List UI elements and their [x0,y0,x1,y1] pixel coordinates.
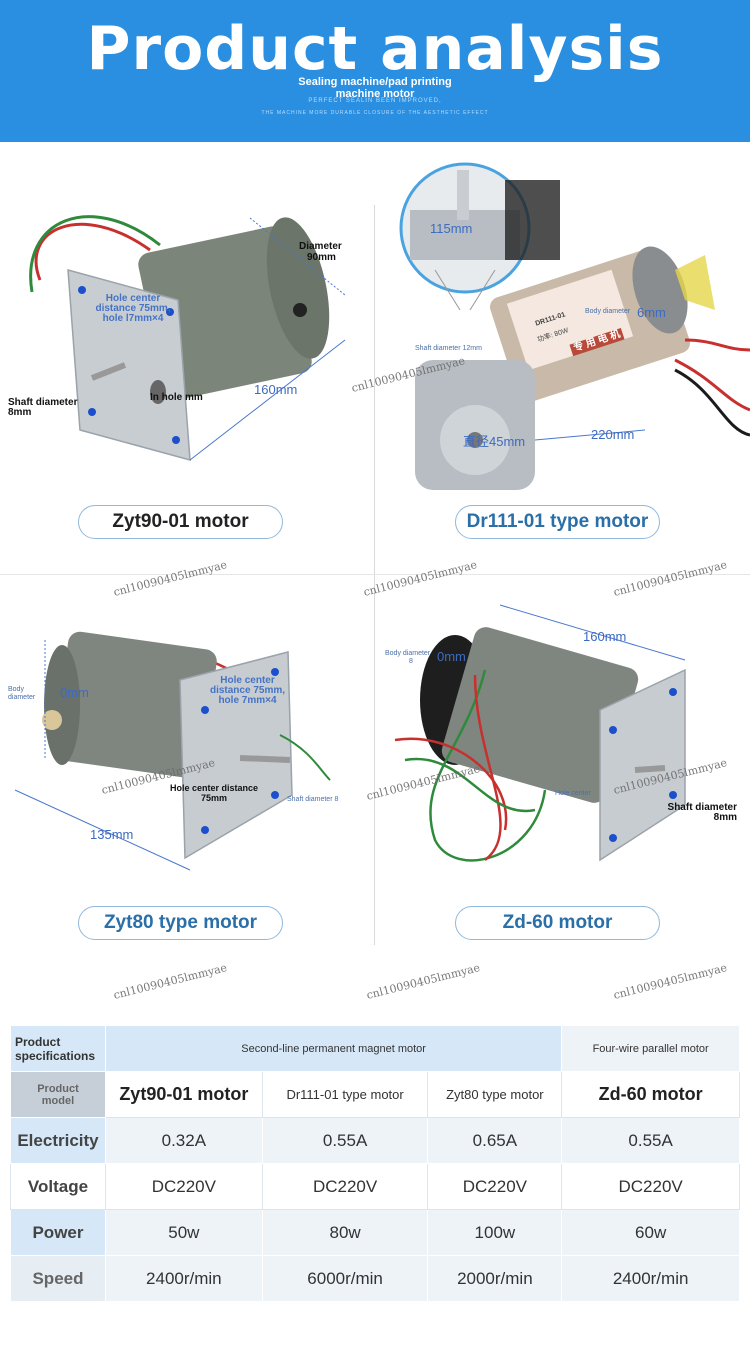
table-cell: DC220V [561,1163,740,1210]
table-cell: 0.55A [261,1117,429,1164]
motor-name-dr111: Dr111-01 type motor [455,505,660,539]
motor-card-zyt90: Diameter 90mm Hole center distance 75mm,… [0,160,375,560]
zyt90-inner-hole: In hole mm [150,392,203,403]
model-label-line-2: model [41,1094,75,1107]
zyt90-hole-line-2: distance 75mm, [95,303,171,314]
zyt80-body-diameter: Body diameter [8,686,36,701]
zd60-motor-image [394,604,686,862]
model-cell: Zyt90-01 motor [104,1071,263,1118]
model-label-line-1: Product [37,1082,79,1095]
zyt90-hole-line-3: hole l7mm×4 [102,313,164,324]
zyt90-diameter-value: 90mm [307,252,336,263]
motor-name-zyt90: Zyt90-01 motor [78,505,283,539]
zyt80-hole-line-2: distance 75mm, [209,685,286,696]
zyt80-hole2-line-2: 75mm [200,793,227,803]
zd60-body-8: 8 [409,658,413,665]
spec-header-label: Product specifications [10,1025,106,1072]
zyt90-hole-line-1: Hole center [105,293,161,304]
table-cell: 0.32A [104,1117,263,1164]
subtitle-line-2: machine motor [335,88,415,100]
zyt90-diameter-label: Diameter [299,241,342,252]
dr111-body-diameter: Body diameter [585,308,631,315]
dr111-length: 220mm [591,427,635,442]
motor-card-zd60: Body diameter 8 0mm 160mm Hole center Sh… [375,580,750,980]
zd60-shaft-diameter: Shaft diameter 8mm [657,803,737,823]
zyt80-body-mm: 0mm [60,685,89,700]
zyt80-hole-center-annotation: Hole center distance 75mm, hole 7mm×4 [200,676,295,706]
table-cell: DC220V [261,1163,429,1210]
table-row: Electricity 0.32A 0.55A 0.65A 0.55A [10,1117,740,1164]
vertical-divider [374,205,375,945]
table-row: Power 50w 80w 100w 60w [10,1209,740,1256]
motor-card-dr111: 115mm Body diameter 6mm Shaft diameter 1… [375,160,750,560]
table-cell: 50w [104,1209,263,1256]
table-cell: 6000r/min [261,1255,429,1302]
zyt80-hole-line-3: hole 7mm×4 [218,695,277,706]
page-title: Product analysis [86,14,664,84]
page-subtitle: Sealing machine/pad printing machine mot… [0,76,750,100]
dr111-motor-image [399,162,750,490]
dr111-shaft-diameter: Shaft diameter 12mm [415,345,482,352]
zyt90-hole-center-annotation: Hole center distance 75mm, hole l7mm×4 [88,294,178,324]
table-row: Voltage DC220V DC220V DC220V DC220V [10,1163,740,1210]
zyt90-length: 160mm [254,382,298,397]
zyt90-shaft-line-2: 8mm [8,407,32,418]
header-banner: Product analysis Sealing machine/pad pri… [0,0,750,142]
zd60-body-diameter: Body diameter [385,650,431,657]
model-cell: Dr111-01 type motor [261,1071,429,1118]
row-label-power: Power [10,1209,106,1256]
table-row: Speed 2400r/min 6000r/min 2000r/min 2400… [10,1255,740,1302]
zd60-length: 160mm [583,629,627,644]
table-cell: DC220V [104,1163,263,1210]
tagline-1: PERFECT SEALIN BEEN IMPROVED, [308,98,442,104]
dr111-gear-width: 115mm [430,221,473,236]
zyt90-shaft-line-1: Shaft diameter [8,397,78,408]
row-label-speed: Speed [10,1255,106,1302]
model-row-label: Product model [10,1071,106,1118]
motor-name-zd60: Zd-60 motor [455,906,660,940]
row-label-voltage: Voltage [10,1163,106,1210]
zyt80-hole2-line-1: Hole center distance [169,783,259,793]
dr111-flange: 直径45mm [463,434,526,449]
zyt80-hole-center-2: Hole center distance 75mm [168,783,260,803]
zyt80-hole-line-1: Hole center [220,675,275,686]
model-cell: Zd-60 motor [561,1071,740,1118]
table-cell: 60w [561,1209,740,1256]
row-label-electricity: Electricity [10,1117,106,1164]
spec-group-four-wire: Four-wire parallel motor [561,1025,740,1072]
table-cell: 2000r/min [427,1255,563,1302]
model-cell: Zyt80 type motor [427,1071,563,1118]
table-cell: 100w [427,1209,563,1256]
dr111-body-mm: 6mm [637,305,666,320]
zd60-body-mm: 0mm [437,649,466,664]
horizontal-divider [0,574,750,575]
zyt80-shaft-diameter: Shaft diameter 8 [287,796,339,803]
tagline-2: THE MACHINE MORE DURABLE CLOSURE OF THE … [261,110,489,116]
table-cell: 2400r/min [104,1255,263,1302]
zyt90-motor-image [29,215,346,462]
spec-table: Product specifications Second-line perma… [10,1025,740,1302]
table-cell: 0.65A [427,1117,563,1164]
zyt80-motor-image [14,631,331,871]
table-cell: DC220V [427,1163,563,1210]
zd60-hole-center: Hole center [555,790,591,797]
subtitle-line-1: Sealing machine/pad printing [298,76,452,88]
spec-group-second-line: Second-line permanent magnet motor [104,1025,563,1072]
zd60-shaft-line-1: Shaft diameter [667,802,737,813]
motor-card-zyt80: Body diameter 0mm Hole center distance 7… [0,580,375,980]
table-cell: 80w [261,1209,429,1256]
zd60-shaft-line-2: 8mm [713,812,737,823]
table-cell: 2400r/min [561,1255,740,1302]
table-cell: 0.55A [561,1117,740,1164]
motor-name-zyt80: Zyt80 type motor [78,906,283,940]
zyt80-length: 135mm [90,827,134,842]
zyt90-shaft-diameter: Shaft diameter 8mm [8,398,77,418]
